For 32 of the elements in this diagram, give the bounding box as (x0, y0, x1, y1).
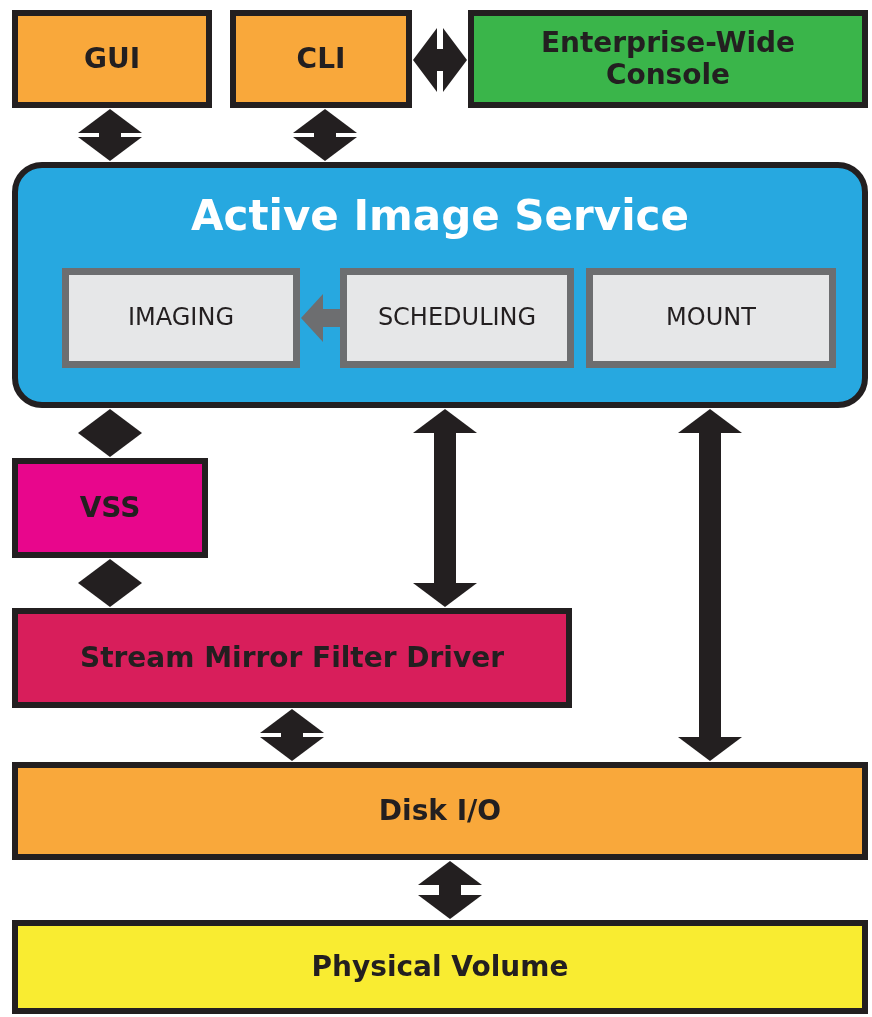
component-box (12, 458, 208, 558)
double-arrow (413, 409, 477, 607)
double-arrow (301, 294, 340, 342)
double-arrow (78, 409, 142, 457)
component-box (12, 608, 572, 708)
double-arrow (413, 28, 467, 92)
service-panel (12, 162, 868, 408)
double-arrow (678, 409, 742, 761)
box-label: Physical Volume (310, 950, 570, 984)
box-label: CLI (295, 42, 347, 76)
box-label: GUI (82, 42, 142, 76)
module-box (340, 268, 574, 368)
module-box (586, 268, 836, 368)
module-box (62, 268, 300, 368)
component-box (12, 762, 868, 860)
double-arrow (418, 861, 482, 919)
component-box (230, 10, 412, 108)
box-label: MOUNT (665, 304, 757, 332)
component-box (12, 920, 868, 1014)
box-label: SCHEDULING (376, 304, 538, 332)
box-label: Stream Mirror Filter Driver (79, 641, 505, 675)
box-label: Enterprise-Wide Console (539, 26, 797, 92)
double-arrow (260, 709, 324, 761)
component-box (12, 10, 212, 108)
box-label: VSS (78, 491, 142, 525)
panel-title: Active Image Service (190, 192, 690, 241)
double-arrow (293, 109, 357, 161)
box-label: IMAGING (127, 304, 235, 332)
double-arrow (78, 559, 142, 607)
double-arrow (78, 109, 142, 161)
box-label: Disk I/O (377, 794, 503, 828)
component-box (468, 10, 868, 108)
